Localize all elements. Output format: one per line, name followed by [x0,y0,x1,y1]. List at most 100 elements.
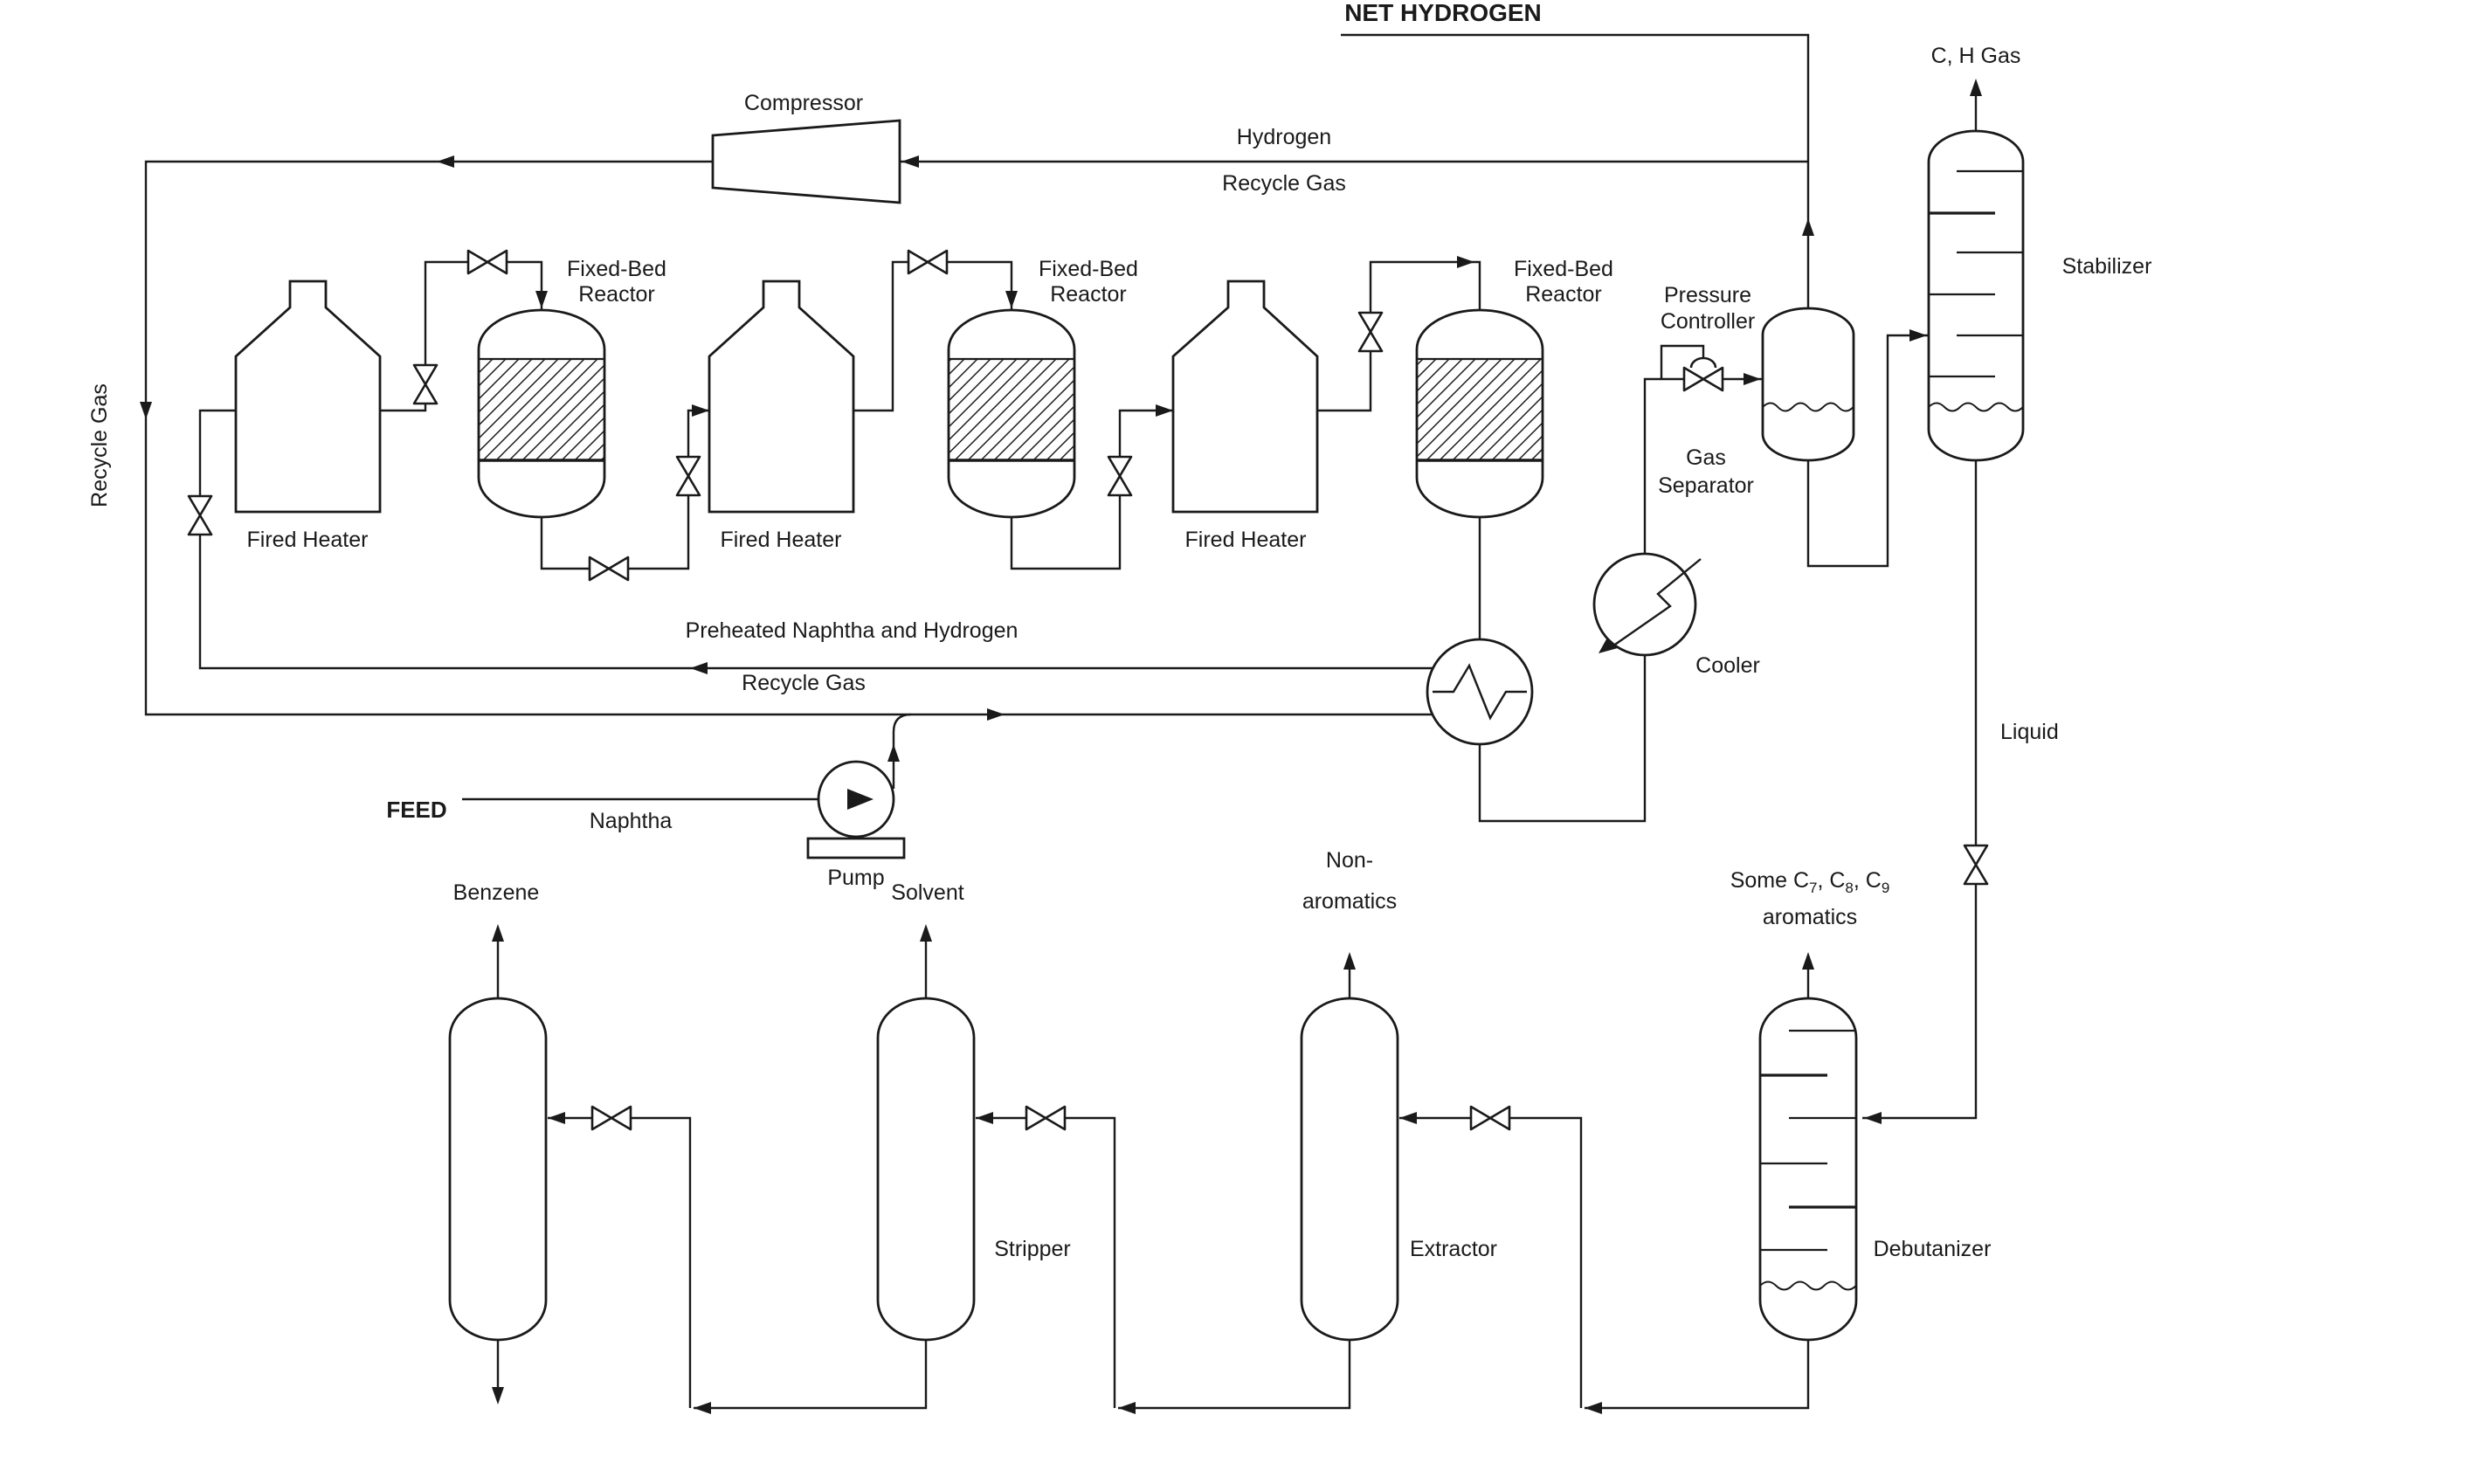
reactor3-inlet-arrow [1457,256,1474,268]
heater2-inlet-arrow [692,404,709,417]
non-aromatics-up-arrow [1343,952,1356,970]
gas-separator-label-1: Gas [1686,445,1726,470]
stabilizer-label: Stabilizer [2062,254,2152,279]
fired-heater-3-label: Fired Heater [1185,528,1307,552]
cooler-label: Cooler [1695,653,1760,678]
reactor2-to-heater3-line [1010,409,1173,570]
heater1-to-reactor1-line [380,260,543,412]
catalyst-bed-1 [479,359,604,460]
fixed-bed-reactor-3 [1415,308,1544,519]
pump-label: Pump [827,866,884,890]
fixed-bed-reactor-3-label-2: Reactor [1525,282,1602,307]
feed-label: FEED [386,797,446,823]
extractor-feed-line [1399,1116,1583,1408]
pressure-controller-label-2: Controller [1661,309,1755,334]
aromatics-up-arrow [1802,952,1814,970]
benzene-label: Benzene [453,880,540,905]
preheated-naphtha-line [198,409,1433,670]
recycle-gas-line [144,160,1433,716]
fixed-bed-reactor-1-label-1: Fixed-Bed [567,257,666,281]
heat-exchanger-symbol [1426,638,1534,746]
fired-heater-2 [708,280,855,514]
fixed-bed-reactor-1 [477,308,606,519]
cooler-diagonal-icon [1609,558,1702,649]
fixed-bed-reactor-3-label-1: Fixed-Bed [1514,257,1613,281]
pressure-control-valve [1682,356,1724,392]
recycle-mid-arrow [987,708,1005,721]
preheated-arrow [690,662,708,674]
reactor2-inlet-arrow [1005,291,1018,308]
separator-inlet-arrow [1744,373,1761,385]
recycle-gas-left-label: Recycle Gas [87,383,112,507]
fired-heater-1 [234,280,382,514]
ch-gas-label: C, H Gas [1931,44,2021,68]
solvent-label: Solvent [891,880,963,905]
heater2-inlet-valve [675,455,701,497]
benzene-column [448,997,548,1342]
catalyst-bed-2 [949,359,1074,460]
stripper-feed-line [976,1116,1116,1408]
heater1-outlet-riser-valve [412,363,438,405]
benzene-up-arrow [492,924,504,942]
non-aromatics-label-2: aromatics [1302,889,1397,914]
liquid-label: Liquid [2000,720,2059,744]
reactor3-riser-valve [1357,311,1384,353]
net-hydrogen-line [1341,33,1810,308]
extractor-bottoms-arrow [1118,1402,1136,1414]
benzene-column-feed-line [548,1116,692,1408]
stabilizer-feed-arrow [1909,329,1927,342]
stripper-bottoms-line [694,1340,928,1410]
heat-exchanger-zigzag-icon [1433,663,1527,721]
compressor-label: Compressor [744,91,863,115]
pressure-controller-signal-line [1660,344,1705,379]
fired-heater-3 [1171,280,1319,514]
suction-arrow [901,155,919,168]
separator-to-stabilizer-line [1806,334,1929,568]
net-hydrogen-label: NET HYDROGEN [1344,0,1542,26]
cooler-arrow-icon [1599,638,1618,653]
stripper-label: Stripper [994,1237,1071,1261]
compressor-symbol [711,119,901,204]
some-aromatics-label-1: Some C7, C8, C9 [1730,868,1890,896]
pump-internal-arrow-icon [847,789,874,810]
extractor-bottoms-line [1118,1340,1351,1410]
stripper-feed-arrow [976,1112,993,1124]
stripper-feed-valve [1025,1105,1067,1131]
extractor-feed-valve [1469,1105,1511,1131]
extractor-label: Extractor [1410,1237,1497,1261]
debutanizer-bottoms-arrow [1585,1402,1602,1414]
cooler-symbol [1592,552,1702,657]
debutanizer-feed-arrow [1864,1112,1882,1124]
pressure-controller-label-1: Pressure [1664,283,1751,307]
fixed-bed-reactor-1-label-2: Reactor [578,282,655,307]
non-aromatics-label-1: Non- [1326,848,1373,873]
reactor1-outlet-valve [588,556,630,582]
solvent-up-arrow [920,924,932,942]
flow-arrows [140,79,1982,1414]
naphtha-label: Naphtha [590,809,673,833]
pump-symbol [806,760,906,859]
gas-separator-vessel [1761,307,1855,462]
stabilizer-bottoms-line [1862,460,1978,1120]
fixed-bed-reactor-2-label-2: Reactor [1050,282,1127,307]
debutanizer-liquid-level [1759,1280,1857,1291]
fixed-bed-reactor-2 [947,308,1076,519]
heater2-to-reactor2-line [853,260,1013,412]
reactor1-inlet-valve [466,249,508,275]
stabilizer-column [1927,129,2025,462]
valve-actuator-icon [1689,356,1717,369]
exchanger-to-cooler-line [1478,655,1647,823]
extractor-feed-arrow [1399,1112,1417,1124]
recycle-gas-mid-label: Recycle Gas [742,671,866,695]
extractor-column [1300,997,1399,1342]
debutanizer-column [1758,997,1858,1342]
pump-discharge-line [892,713,912,789]
recycle-gas-top-label: Recycle Gas [1222,171,1346,196]
stabilizer-liquid-level [1928,402,2024,412]
reactor2-inlet-valve [907,249,949,275]
stripper-column [876,997,976,1342]
debutanizer-bottoms-line [1585,1340,1810,1410]
heater3-inlet-valve [1107,455,1133,497]
hydrogen-label: Hydrogen [1237,125,1331,149]
